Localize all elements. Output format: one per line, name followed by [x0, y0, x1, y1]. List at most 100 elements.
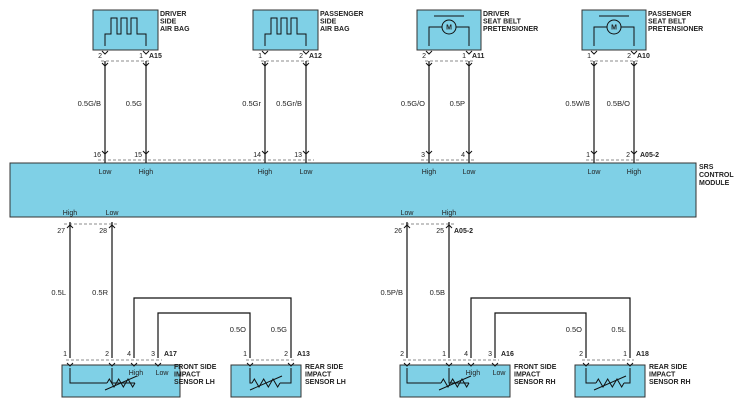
srs-control-module-label: SRS — [699, 164, 714, 171]
module-connector-id-label: A05-2 — [640, 152, 659, 159]
connector-id-label: A13 — [297, 351, 310, 358]
signal-label: Low — [99, 169, 113, 176]
connector-pin-chevron-icon — [630, 150, 638, 155]
module-pin-number-label: 16 — [93, 152, 101, 159]
wire-color-label: 0.5P — [450, 99, 465, 108]
connector-pin-chevron-icon — [445, 362, 453, 367]
module-pin-number-label: 3 — [421, 152, 425, 159]
pin-number-label: 2 — [284, 351, 288, 358]
drv-pretensioner-name-label: SEAT BELT — [483, 19, 522, 26]
pin-number-label: 2 — [579, 351, 583, 358]
connector-pin-chevron-icon — [302, 150, 310, 155]
rear-impact-sensor-rh-name-label: SENSOR RH — [649, 379, 691, 386]
rear-impact-sensor-rh-name-label: IMPACT — [649, 372, 676, 379]
component-pass-pretensioner: M — [581, 9, 647, 51]
connector-pin-chevron-icon — [626, 362, 634, 367]
pin-number-label: 2 — [627, 53, 631, 60]
front-impact-sensor-lh-name-label: FRONT SIDE — [174, 364, 217, 371]
connector-pin-chevron-icon — [142, 150, 150, 155]
pin-number-label: 2 — [299, 53, 303, 60]
pin-number-label: 1 — [623, 351, 627, 358]
pin-number-label: 1 — [462, 53, 466, 60]
wire-rh-rear-a — [494, 312, 587, 358]
wire-color-label: 0.5Gr/B — [276, 99, 302, 108]
pass-airbag-name-label: SIDE — [320, 19, 337, 26]
pin-number-label: 1 — [587, 53, 591, 60]
resistor-lead — [69, 368, 107, 384]
rear-impact-sensor-rh-name-label: REAR SIDE — [649, 364, 687, 371]
motor-lead — [428, 26, 442, 46]
module-connector-id-label: A05-2 — [454, 228, 473, 235]
motor-symbol-label: M — [446, 25, 452, 32]
wire-color-label: 0.5Gr — [242, 99, 261, 108]
module-pin-number-label: 26 — [394, 228, 402, 235]
front-impact-sensor-rh-name-label: IMPACT — [514, 372, 541, 379]
wire-color-label: 0.5W/B — [565, 99, 590, 108]
connector-id-label: A18 — [636, 351, 649, 358]
srs-control-module-label: MODULE — [699, 180, 730, 187]
pin-number-label: 4 — [127, 351, 131, 358]
signal-label: High — [466, 370, 481, 377]
wire-color-label: 0.5B/O — [607, 99, 631, 108]
module-pin-number-label: 2 — [626, 152, 630, 159]
rear-impact-sensor-lh-box — [230, 364, 302, 398]
module-pin-number-label: 27 — [57, 228, 65, 235]
drv-airbag-box — [92, 9, 159, 51]
connector-pin-chevron-icon — [403, 362, 411, 367]
wire-color-label: 0.5G/O — [401, 99, 425, 108]
drv-pretensioner-name-label: DRIVER — [483, 11, 509, 18]
front-impact-sensor-rh-name-label: FRONT SIDE — [514, 364, 557, 371]
drv-airbag-name-label: DRIVER — [160, 11, 186, 18]
variable-resistor-arrow-icon — [438, 375, 472, 391]
signal-label: High — [627, 169, 642, 176]
wire-color-label: 0.5P/B — [380, 288, 403, 297]
pass-airbag-box — [252, 9, 319, 51]
signal-label: High — [129, 370, 144, 377]
motor-icon — [441, 19, 457, 35]
pin-number-label: 1 — [139, 53, 143, 60]
wire-color-label: 0.5G — [126, 99, 142, 108]
pass-pretensioner-box — [581, 9, 647, 51]
resistor-lead — [111, 368, 135, 384]
drv-airbag-name-label: AIR BAG — [160, 26, 190, 33]
pin-number-label: 3 — [488, 351, 492, 358]
connector-id-label: A16 — [501, 351, 514, 358]
wire-color-label: 0.5B — [430, 288, 445, 297]
wire-color-label: 0.5O — [566, 325, 582, 334]
signal-label: Low — [401, 210, 415, 217]
wire-lh-rear-b — [133, 297, 292, 358]
front-impact-sensor-rh-name-label: SENSOR RH — [514, 379, 556, 386]
signal-label: Low — [588, 169, 602, 176]
connector-pin-chevron-icon — [66, 362, 74, 367]
front-impact-sensor-lh-name-label: SENSOR LH — [174, 379, 215, 386]
connector-pin-chevron-icon — [261, 50, 269, 55]
wire-color-label: 0.5O — [230, 325, 246, 334]
motor-lead — [456, 26, 470, 46]
connector-pin-chevron-icon — [590, 150, 598, 155]
module-pin-number-label: 4 — [461, 152, 465, 159]
connector-pin-chevron-icon — [467, 362, 475, 367]
connector-pin-chevron-icon — [465, 50, 473, 55]
module-pin-number-label: 28 — [99, 228, 107, 235]
airbag-squib-icon — [264, 17, 307, 46]
wire-lh-rear-a — [157, 312, 251, 358]
pin-number-label: 4 — [464, 351, 468, 358]
pin-number-label: 3 — [151, 351, 155, 358]
motor-lead — [593, 26, 607, 46]
pass-airbag-name-label: PASSENGER — [320, 11, 363, 18]
rear-impact-sensor-rh-box — [574, 364, 646, 398]
module-pin-number-label: 15 — [134, 152, 142, 159]
connector-pin-chevron-icon — [425, 150, 433, 155]
connector-id-label: A12 — [309, 53, 322, 60]
resistor-lead — [249, 368, 252, 384]
front-impact-sensor-lh-box — [61, 364, 181, 398]
signal-label: Low — [300, 169, 314, 176]
wire-color-label: 0.5G — [271, 325, 287, 334]
connector-pin-chevron-icon — [582, 362, 590, 367]
rear-impact-sensor-lh-name-label: IMPACT — [305, 372, 332, 379]
connector-pin-chevron-icon — [491, 362, 499, 367]
connector-pin-chevron-icon — [465, 150, 473, 155]
module-pin-number-label: 1 — [586, 152, 590, 159]
wire-rh-rear-b — [470, 297, 631, 358]
resistor-lead — [448, 368, 469, 384]
